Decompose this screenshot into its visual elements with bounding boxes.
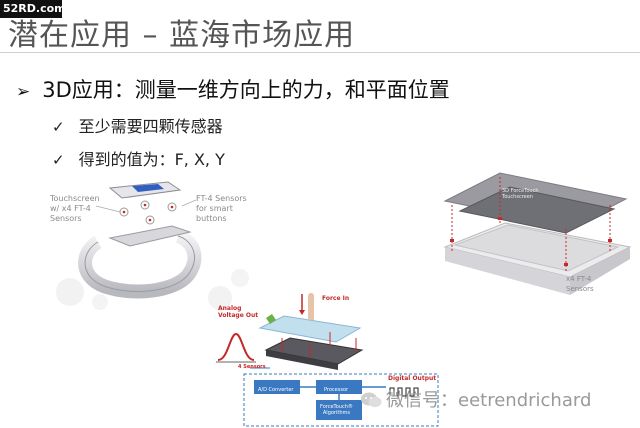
main-bullet-text: 3D应用：测量一维方向上的力，和平面位置 bbox=[42, 78, 450, 102]
ad-converter-block: A/D Converter bbox=[258, 387, 294, 393]
algorithms-block: ForceTouch® Algorithms bbox=[320, 404, 353, 416]
main-bullet: ➢ 3D应用：测量一维方向上的力，和平面位置 bbox=[16, 74, 450, 104]
force-in-label: Force In bbox=[322, 295, 350, 302]
check-bullet-icon: ✓ bbox=[52, 151, 65, 169]
sub-bullet-text: 得到的值为：F, X, Y bbox=[78, 150, 225, 169]
phone-sensors-label: x4 FT-4 Sensors bbox=[566, 275, 594, 293]
wechat-id-text: 微信号：eetrendrichard bbox=[386, 390, 592, 411]
title-divider bbox=[0, 52, 640, 53]
sensors-count-label: 4 Sensors bbox=[238, 364, 266, 370]
wechat-icon bbox=[361, 392, 382, 408]
forcetouch-system-diagram bbox=[216, 293, 439, 427]
slide-title: 潜在应用 – 蓝海市场应用 bbox=[8, 18, 356, 53]
band-touchscreen-label: Touchscreen w/ x4 FT-4 Sensors bbox=[50, 194, 100, 223]
phone-layer-label: 3D ForceTouch Touchscreen bbox=[502, 188, 539, 200]
sub-bullet-1: ✓ 至少需要四颗传感器 bbox=[52, 113, 223, 137]
check-bullet-icon: ✓ bbox=[52, 118, 65, 136]
processor-block: Processor bbox=[324, 387, 349, 393]
sub-bullet-text: 至少需要四颗传感器 bbox=[78, 117, 223, 136]
band-sensors-label: FT-4 Sensors for smart buttons bbox=[196, 194, 247, 223]
arrow-bullet-icon: ➢ bbox=[16, 82, 31, 102]
phone-layers-figure bbox=[443, 172, 632, 295]
sub-bullet-2: ✓ 得到的值为：F, X, Y bbox=[52, 146, 225, 170]
wearable-band-figure bbox=[56, 181, 249, 310]
wechat-footer: 微信号：eetrendrichard bbox=[360, 386, 591, 412]
watermark: 52RD.com bbox=[0, 0, 66, 18]
analog-voltage-label: Analog Voltage Out bbox=[218, 305, 259, 319]
digital-output-label: Digital Output bbox=[388, 375, 437, 382]
